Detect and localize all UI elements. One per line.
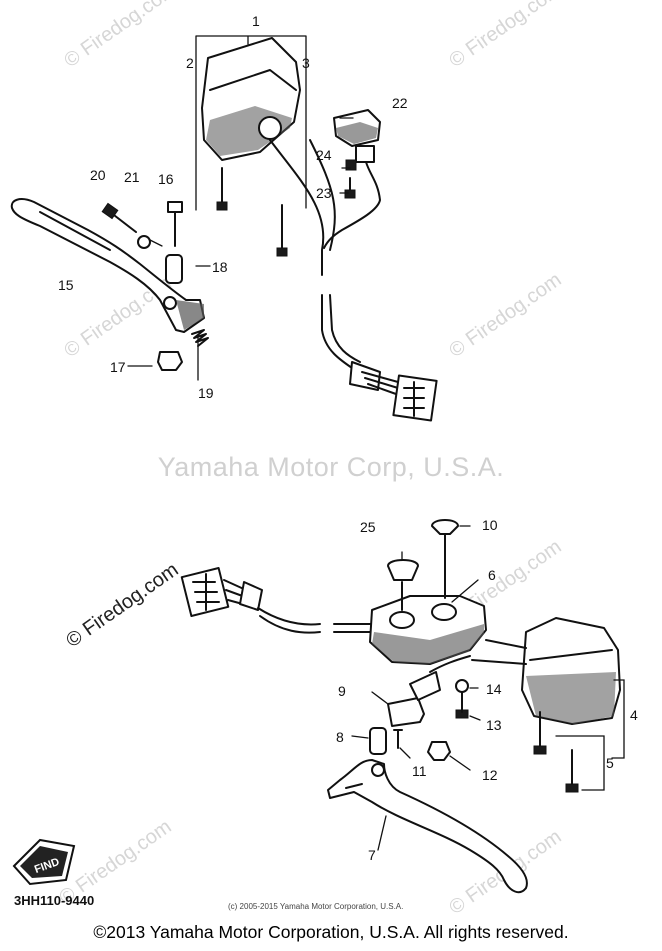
callout-19: 19 (198, 385, 214, 401)
callout-13: 13 (486, 717, 502, 733)
callout-25: 25 (360, 519, 376, 535)
watermark: © Firedog.com (60, 0, 180, 72)
right-handlebar-switch (180, 519, 625, 894)
small-copyright: (c) 2005-2015 Yamaha Motor Corporation, … (228, 902, 404, 911)
callout-2: 2 (186, 55, 194, 71)
callout-8: 8 (336, 729, 344, 745)
callout-10: 10 (482, 517, 498, 533)
leader-lines (149, 117, 481, 851)
clutch-switch-22 (323, 109, 381, 249)
center-watermark: Yamaha Motor Corp, U.S.A. (157, 452, 505, 482)
callout-23: 23 (316, 185, 332, 201)
find-badge: FIND (12, 838, 76, 886)
callout-14: 14 (486, 681, 502, 697)
callout-24: 24 (316, 147, 332, 163)
callout-21: 21 (124, 169, 140, 185)
callout-16: 16 (158, 171, 174, 187)
callout-11: 11 (412, 763, 427, 779)
callout-4: 4 (630, 707, 638, 723)
watermark: © Firedog.com (445, 0, 565, 72)
callout-12: 12 (482, 767, 498, 783)
callout-1: 1 (252, 13, 260, 29)
callout-labels: 1 2 3 4 5 6 7 8 9 10 11 12 13 14 15 16 1… (58, 13, 638, 863)
clutch-lever-15 (10, 198, 211, 371)
watermark: © Firedog.com (445, 269, 565, 362)
callout-5: 5 (606, 755, 614, 771)
diagram-part-code: 3HH110-9440 (14, 893, 95, 908)
callout-17: 17 (110, 359, 126, 375)
callout-15: 15 (58, 277, 74, 293)
callout-6: 6 (488, 567, 496, 583)
left-handlebar-switch (195, 35, 438, 422)
callout-7: 7 (368, 847, 376, 863)
callout-9: 9 (338, 683, 346, 699)
callout-18: 18 (212, 259, 228, 275)
callout-22: 22 (392, 95, 408, 111)
footer-copyright: ©2013 Yamaha Motor Corporation, U.S.A. A… (93, 922, 569, 942)
callout-3: 3 (302, 55, 310, 71)
watermark-dark: © Firedog.com (62, 559, 182, 652)
callout-20: 20 (90, 167, 106, 183)
